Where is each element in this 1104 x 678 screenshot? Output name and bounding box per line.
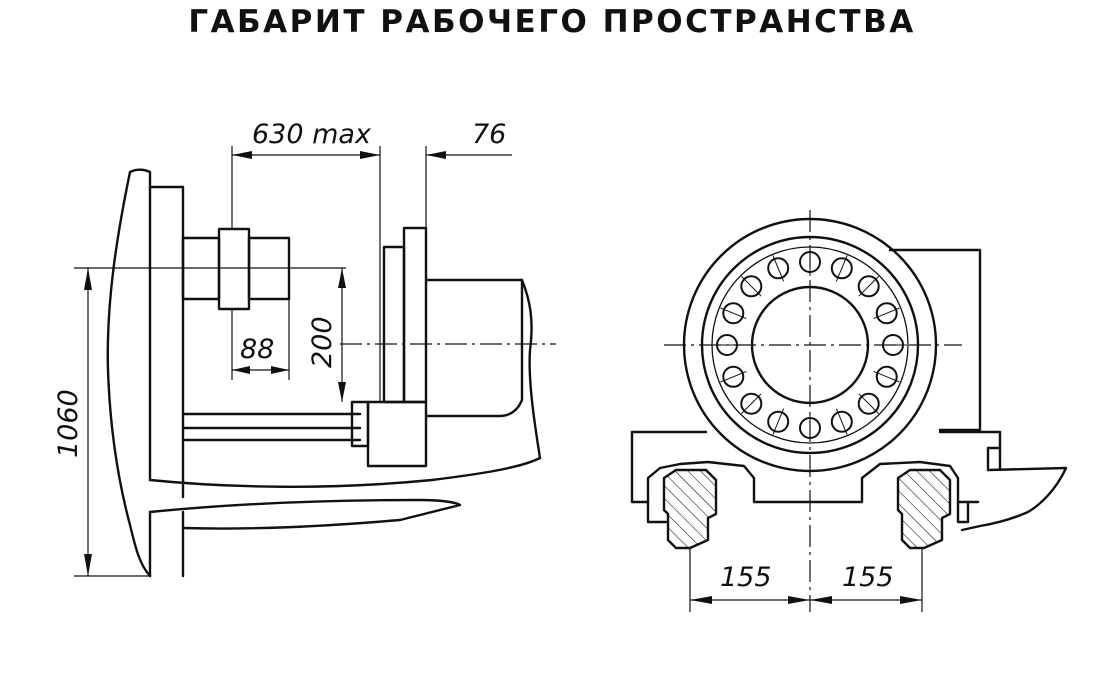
table-plate	[402, 226, 428, 404]
column-outline	[106, 168, 185, 578]
spindle-collar	[217, 227, 251, 311]
dim-label-88: 88	[240, 334, 274, 365]
t-bolt-left-hatch	[664, 470, 716, 548]
bolt-hole-centerline	[835, 255, 848, 282]
bolt-hole-centerline	[741, 393, 762, 414]
bolt-hole-centerline	[835, 408, 848, 435]
dim-label-155-left: 155	[720, 562, 772, 593]
dim-label-1060: 1060	[53, 389, 84, 458]
dim-label-76: 76	[472, 119, 506, 150]
front-view: 155 155	[630, 210, 1068, 612]
bolt-hole-centerline	[772, 255, 785, 282]
table-housing-front	[888, 248, 982, 432]
bolt-hole-centerline	[741, 276, 762, 297]
bolt-hole-centerline	[873, 307, 900, 320]
drawing-title: ГАБАРИТ РАБОЧЕГО ПРОСТРАНСТВА	[188, 4, 916, 40]
bolt-hole-centerline	[720, 370, 747, 383]
table-housing	[424, 278, 524, 418]
bolt-hole-centerline	[873, 370, 900, 383]
break-line	[148, 456, 542, 488]
dim-label-155-right: 155	[842, 562, 894, 593]
bolt-hole-centerline	[720, 307, 747, 320]
bolt-hole-circle	[713, 248, 907, 442]
bolt-hole-centerline	[858, 393, 879, 414]
t-bolt-right-hatch	[898, 470, 950, 548]
saddle-base	[630, 430, 980, 504]
bolt-hole-centerline	[772, 408, 785, 435]
dim-label-630: 630 max	[252, 119, 372, 150]
side-view: 630 max 76 88 200 1060	[53, 119, 556, 578]
dim-label-200: 200	[307, 316, 338, 368]
slide-block	[366, 400, 428, 468]
bolt-hole-centerline	[858, 276, 879, 297]
